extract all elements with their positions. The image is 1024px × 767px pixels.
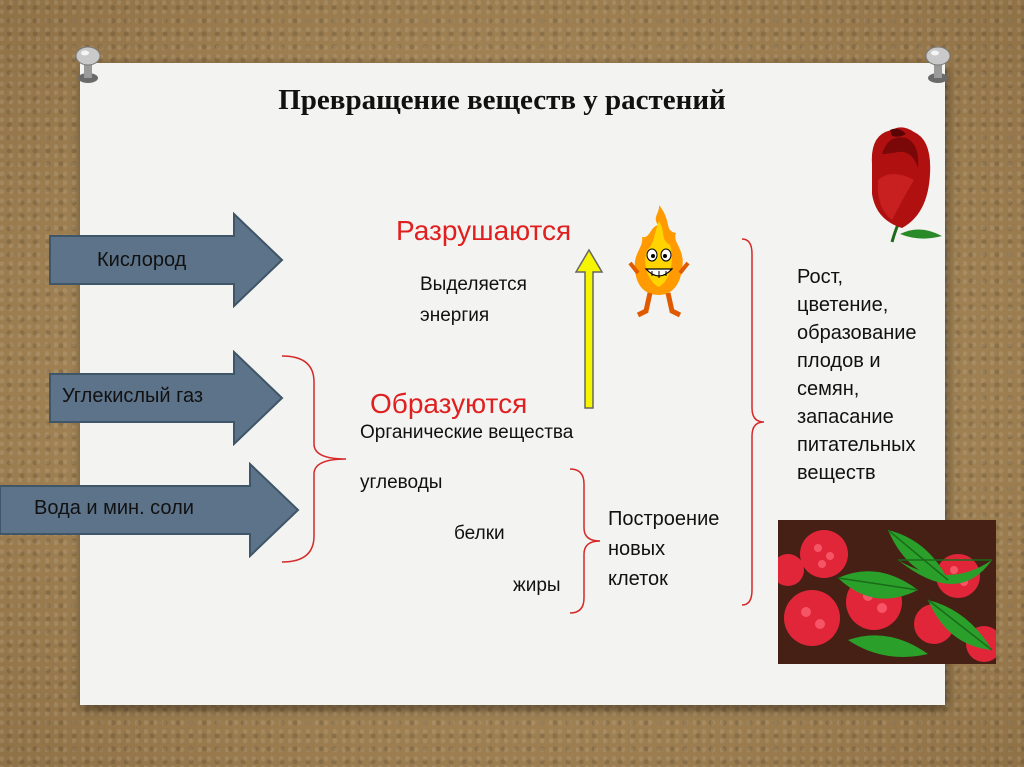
- destroyed-heading: Разрушаются: [396, 215, 572, 246]
- energy-line-2: энергия: [420, 305, 490, 326]
- input-arrow-oxygen: [49, 212, 284, 308]
- input-arrow-co2: [49, 350, 284, 446]
- raspberry-photo: [778, 520, 996, 664]
- growth-line: питательных: [797, 434, 916, 456]
- energy-line-1: Выделяется: [420, 274, 527, 295]
- flame-character-icon: [628, 205, 690, 318]
- growth-brace: [741, 238, 765, 606]
- up-arrow: [574, 248, 604, 409]
- growth-line: плодов и: [797, 350, 881, 372]
- nutrient-fats: жиры: [513, 575, 561, 596]
- building-line-1: Построение: [608, 508, 720, 530]
- input-label-co2: Углекислый газ: [62, 385, 204, 407]
- slide-title: Превращение веществ у растений: [278, 84, 726, 116]
- growth-line: веществ: [797, 462, 876, 484]
- nutrient-carbs: углеводы: [360, 472, 443, 493]
- push-pin-icon: [75, 46, 101, 83]
- growth-line: образование: [797, 322, 917, 344]
- growth-list: Рост, цветение, образование плодов и сем…: [797, 263, 917, 487]
- input-label-water: Вода и мин. соли: [34, 497, 194, 519]
- input-label-oxygen: Кислород: [97, 249, 187, 271]
- building-line-3: клеток: [608, 568, 668, 590]
- push-pin-icon: [925, 46, 951, 83]
- input-arrow-water: [0, 462, 300, 558]
- red-rose-icon: [871, 127, 942, 243]
- nutrient-proteins: белки: [454, 523, 505, 544]
- nutrients-brace: [569, 468, 601, 614]
- growth-line: Рост,: [797, 266, 844, 288]
- inputs-brace: [281, 355, 347, 563]
- growth-line: цветение,: [797, 294, 889, 316]
- growth-line: запасание: [797, 406, 894, 428]
- organic-substances: Органические вещества: [360, 422, 574, 443]
- formed-heading: Образуются: [370, 388, 528, 419]
- building-line-2: новых: [608, 538, 666, 560]
- growth-line: семян,: [797, 378, 860, 400]
